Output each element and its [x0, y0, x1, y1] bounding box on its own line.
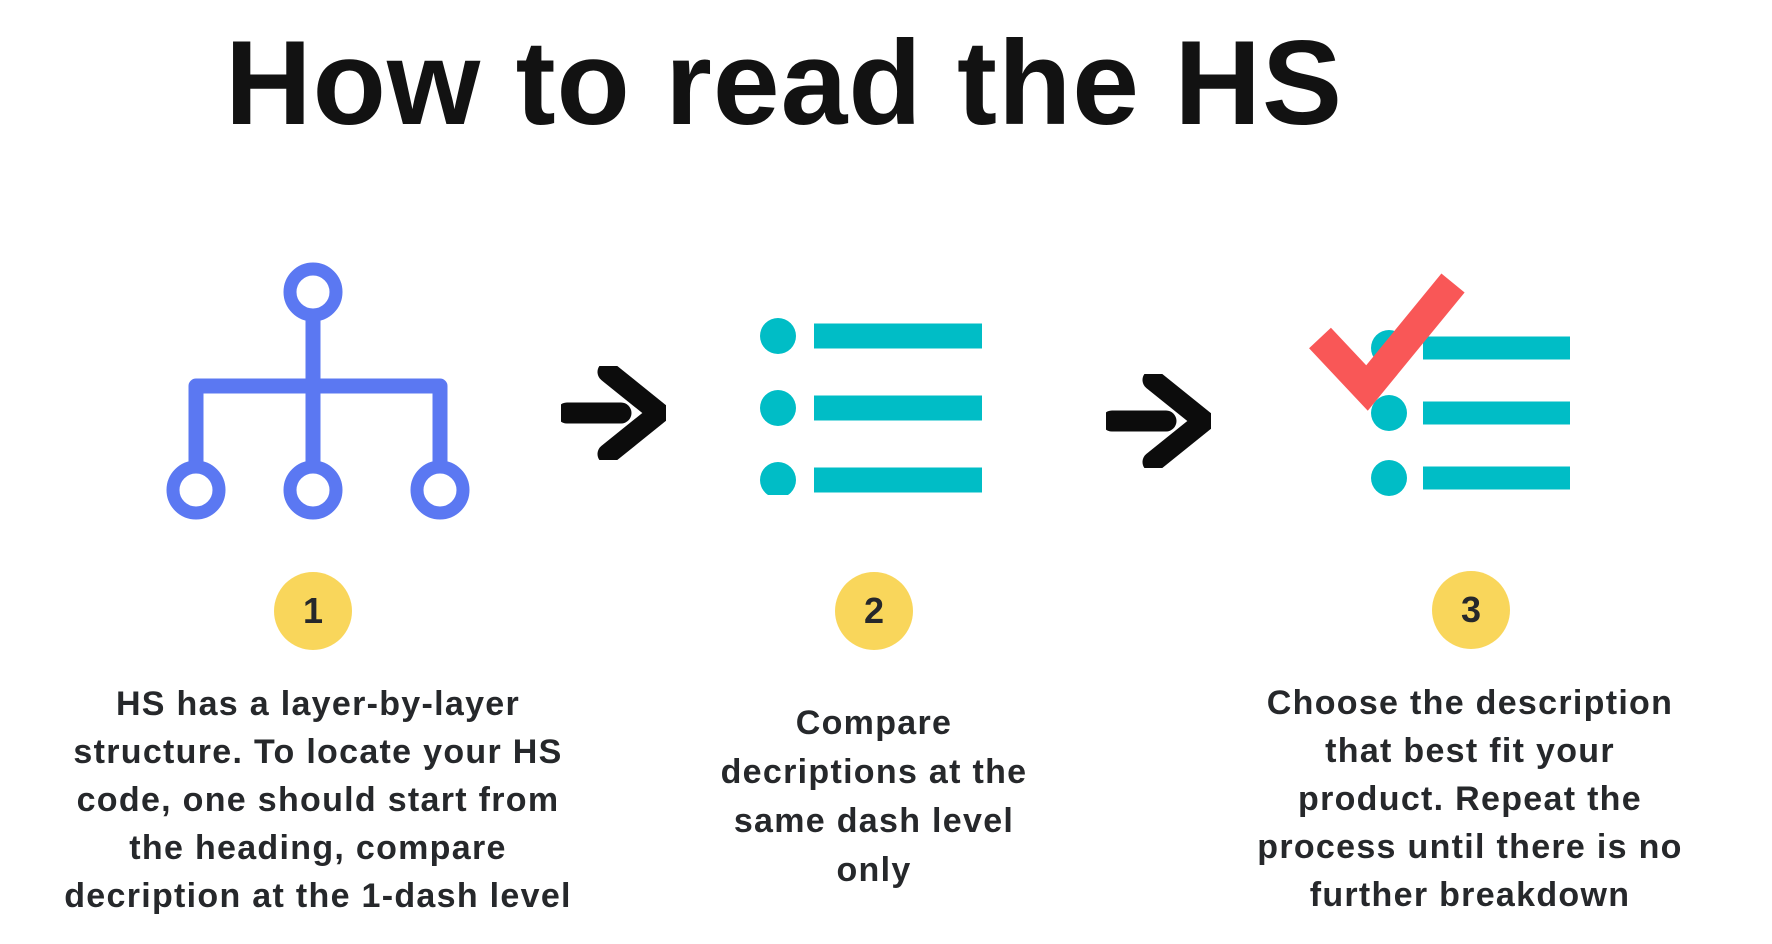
step-description-line: Compare — [795, 704, 953, 742]
step-description-line: code, one should start from — [76, 781, 560, 819]
step-description-line: that best fit your — [1325, 732, 1615, 770]
step-number-badge: 1 — [274, 572, 352, 650]
step-number-badge: 3 — [1432, 571, 1510, 649]
step-description-line: the heading, compare — [129, 829, 507, 867]
step-description-line: product. Repeat the — [1298, 780, 1642, 818]
step-description-line: decriptions at the — [720, 753, 1028, 791]
checked-list-icon — [1309, 273, 1570, 496]
step-number-badge: 2 — [835, 572, 913, 650]
step-number: 1 — [302, 590, 324, 631]
step-number: 2 — [863, 590, 885, 631]
bullet-list-icon — [760, 318, 982, 495]
step-description: Choose the description that best fit you… — [1165, 679, 1772, 919]
page-title: How to read the HS — [224, 16, 1344, 150]
checkmark-icon — [1309, 273, 1465, 411]
step-number: 3 — [1460, 589, 1482, 630]
step-description-line: Choose the description — [1266, 684, 1674, 722]
arrow-right-icon — [561, 366, 666, 460]
step-description: HS has a layer-by-layer structure. To lo… — [8, 680, 628, 920]
step-description-line: structure. To locate your HS — [73, 733, 563, 771]
step-description-line: process until there is no — [1257, 828, 1683, 866]
step-description-line: HS has a layer-by-layer — [115, 685, 521, 723]
step-description-line: further breakdown — [1309, 876, 1631, 914]
hierarchy-tree-icon — [166, 262, 470, 520]
step-description: Compare decriptions at the same dash lev… — [664, 699, 1084, 895]
step-description-line: same dash level — [733, 802, 1015, 840]
step-description-line: decription at the 1-dash level — [64, 877, 572, 915]
arrow-right-icon — [1106, 374, 1211, 468]
step-description-line: only — [836, 851, 912, 889]
